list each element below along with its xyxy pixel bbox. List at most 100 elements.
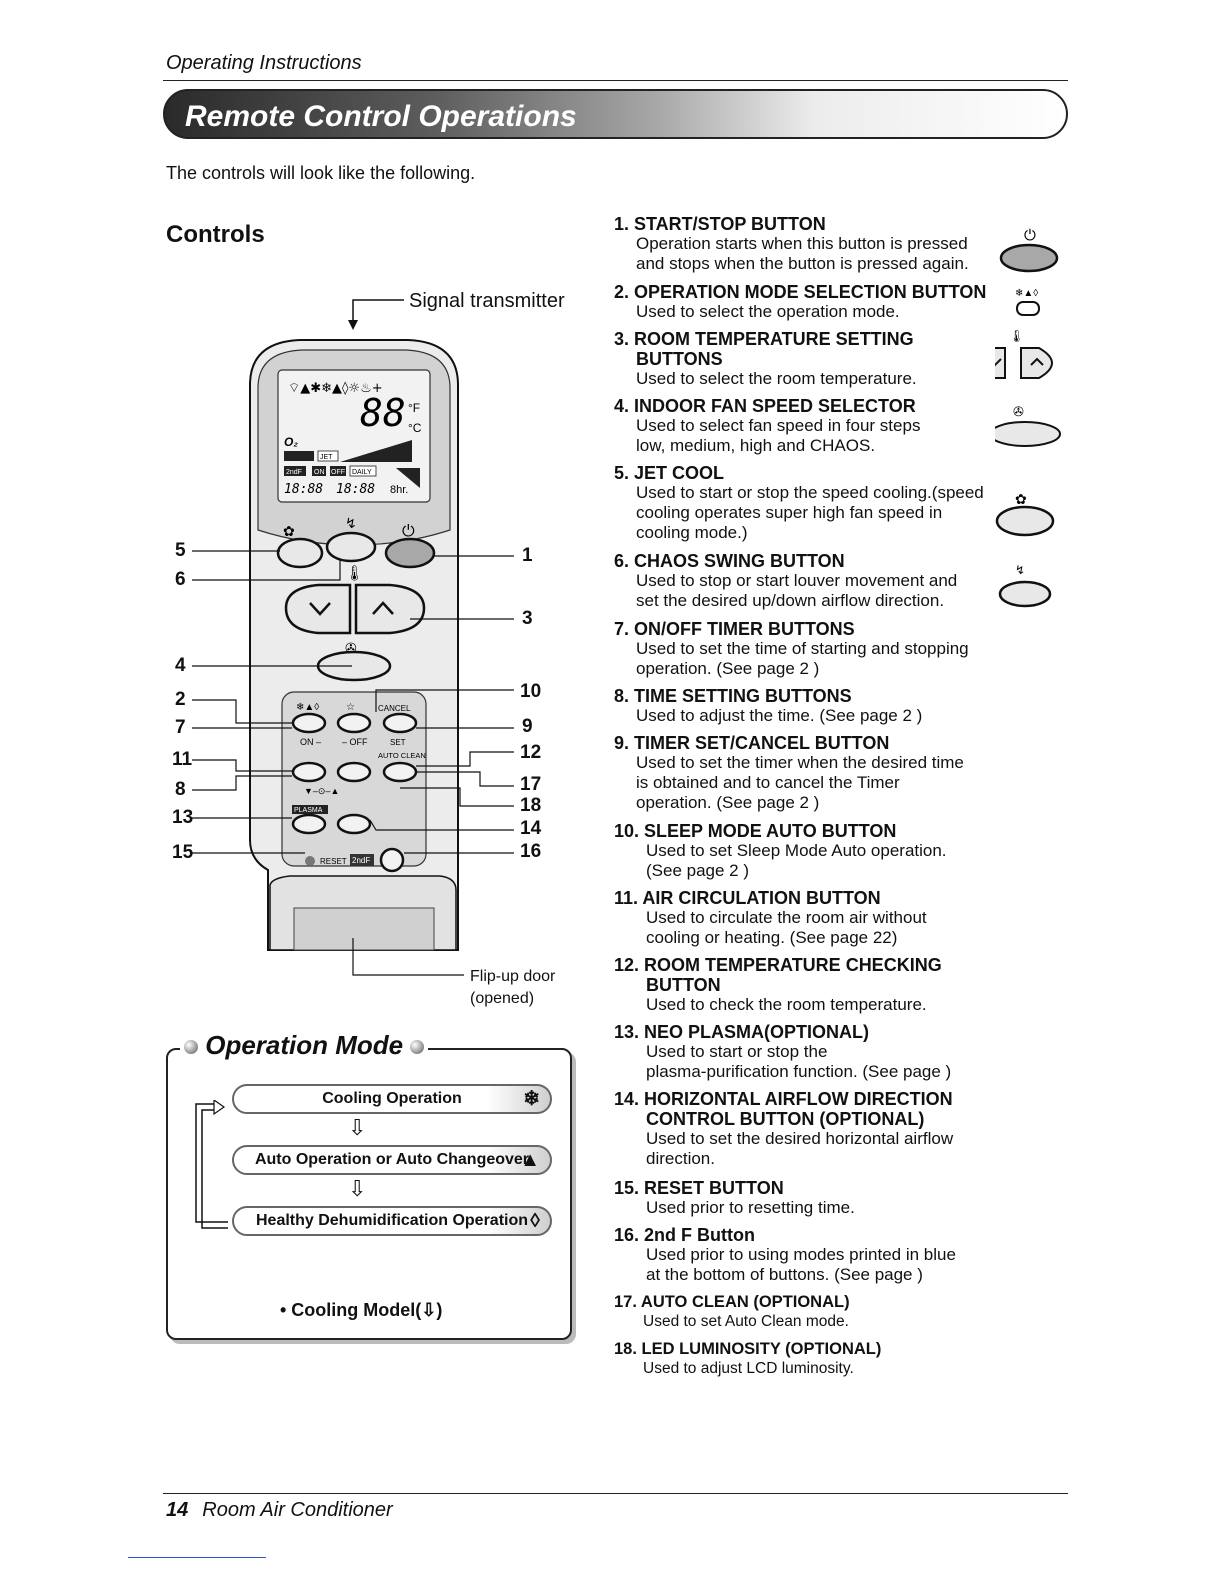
item-desc: Used to set the desired horizontal airfl… <box>646 1129 954 1148</box>
horizontal-airflow-button <box>336 813 372 835</box>
item-title: 3. ROOM TEMPERATURE SETTING <box>614 329 914 349</box>
item-desc: Used to adjust LCD luminosity. <box>643 1360 854 1377</box>
signal-arrow-icon <box>348 320 358 330</box>
item-title: 5. JET COOL <box>614 463 725 483</box>
mode-cooling: Cooling Operation ❄ <box>232 1084 552 1114</box>
flip-up-door-label: Flip-up door <box>470 968 556 985</box>
signal-leader-line <box>352 299 404 326</box>
mode-button-icon <box>1016 301 1040 316</box>
jet-icon: ✿ <box>283 523 295 539</box>
button-icons-column: ⏻ ❄▲◊ 🌡 ✇ ✿ ↯ <box>995 227 1061 608</box>
air-circ-button <box>291 761 327 783</box>
item-desc: Used to set the time of starting and sto… <box>636 639 969 658</box>
lcd-off-text: OFF <box>331 469 345 476</box>
item-title: 1. START/STOP BUTTON <box>614 214 826 234</box>
lcd-time-on: 18:88 <box>284 482 323 497</box>
mode-cycle-arrow <box>195 1100 228 1229</box>
lcd-deg-f: °F <box>408 401 420 415</box>
thermometer-icon: 🌡 <box>345 565 364 582</box>
item-desc: Used prior to using modes printed in blu… <box>646 1245 956 1264</box>
timer-cancel-button <box>382 712 418 734</box>
jet-button-icon <box>995 505 1055 537</box>
plasma-badge <box>292 805 328 814</box>
plasma-button <box>291 813 327 835</box>
mode-button <box>291 712 327 734</box>
item-desc: Operation starts when this button is pre… <box>636 234 968 253</box>
item-title: 4. INDOOR FAN SPEED SELECTOR <box>614 396 916 416</box>
chevron-down-icon <box>995 358 1002 367</box>
callout-6: 6 <box>175 569 186 590</box>
sleep-icon: ☆ <box>346 702 355 713</box>
second-f-badge <box>350 854 374 866</box>
room-temp-check-button <box>336 761 372 783</box>
lcd-deg-c: °C <box>408 421 422 435</box>
remote-control-diagram: ⌔▲✱❄▲◊☼♨+ 88 °F °C O₂ JET 2ndF ON OFF DA… <box>192 299 514 976</box>
flip-up-door-state: (opened) <box>470 990 535 1007</box>
jet-cool-button <box>276 537 324 569</box>
callout-11: 11 <box>172 749 193 770</box>
item-desc: Used to select the operation mode. <box>636 302 900 321</box>
signal-transmitter-label: Signal transmitter <box>409 290 565 312</box>
banner-title: Remote Control Operations <box>185 100 577 133</box>
lcd-2ndf-text: 2ndF <box>286 469 302 476</box>
callout-13: 13 <box>172 807 194 828</box>
item-title: 13. NEO PLASMA(OPTIONAL) <box>614 1022 870 1042</box>
chevron-up-icon <box>372 601 394 615</box>
mode-icons: ❄▲◊ <box>1015 288 1038 299</box>
title-banner: Remote Control Operations <box>163 89 1068 139</box>
lcd-o2: O₂ <box>284 435 298 449</box>
start-stop-button <box>384 537 436 569</box>
controls-heading: Controls <box>166 221 265 248</box>
lcd-time-off: 18:88 <box>336 482 375 497</box>
item-title: 2. OPERATION MODE SELECTION BUTTON <box>614 282 987 302</box>
item-desc: low, medium, high and CHAOS. <box>636 436 876 455</box>
callout-16: 16 <box>520 841 542 862</box>
item-desc: cooling operates super high fan speed in <box>636 503 943 522</box>
item-desc: operation. (See page 2 ) <box>636 659 820 678</box>
item-title: 9. TIMER SET/CANCEL BUTTON <box>614 733 890 753</box>
lcd-digits: 88 <box>360 391 406 435</box>
power-icon: ⏻ <box>402 523 415 540</box>
item-desc: Used to set the timer when the desired t… <box>636 753 964 772</box>
callout-10: 10 <box>520 681 542 702</box>
item-desc: direction. <box>646 1149 715 1168</box>
item-desc: set the desired up/down airflow directio… <box>636 591 945 610</box>
swing-button-icon <box>998 580 1052 608</box>
mode-auto: Auto Operation or Auto Changeover ▲ <box>232 1145 552 1175</box>
swing-icon: ↯ <box>345 515 357 531</box>
second-f-button <box>379 847 405 873</box>
page-number: 14 <box>166 1499 189 1521</box>
item-desc: cooling or heating. (See page 22) <box>646 928 898 947</box>
fan-button-icon <box>995 421 1061 447</box>
lcd-hr: 8hr. <box>390 484 408 496</box>
chevron-up-icon <box>1030 357 1044 366</box>
item-desc: operation. (See page 2 ) <box>636 793 820 812</box>
cancel-label: CANCEL <box>378 704 411 713</box>
operation-mode-title: Operation Mode <box>180 1030 429 1061</box>
lcd-on-text: ON <box>314 469 325 476</box>
item-title: 15. RESET BUTTON <box>614 1178 784 1198</box>
item-desc: is obtained and to cancel the Timer <box>636 773 900 792</box>
item-title: 6. CHAOS SWING BUTTON <box>614 551 845 571</box>
door-recess <box>293 907 435 951</box>
item-desc: Used to stop or start louver movement an… <box>636 571 958 590</box>
bullet-ball-icon <box>410 1040 425 1055</box>
thermometer-icon: 🌡 <box>1009 329 1024 343</box>
item-desc: cooling mode.) <box>636 523 748 542</box>
item-desc: Used to select the room temperature. <box>636 369 917 388</box>
reset-label: RESET <box>320 857 347 866</box>
lcd-jet-text: JET <box>320 454 333 461</box>
cooling-model-note: • Cooling Model(⇩) <box>280 1300 443 1320</box>
footer-rule <box>163 1493 1068 1494</box>
callout-9: 9 <box>522 716 533 737</box>
callout-18: 18 <box>520 795 542 816</box>
item-desc: Used to adjust the time. (See page 2 ) <box>636 706 923 725</box>
lcd-daily-badge <box>349 465 377 477</box>
lcd-star-corner <box>396 468 420 488</box>
item-desc: Used to check the room temperature. <box>646 995 927 1014</box>
lcd-off-badge <box>330 466 346 476</box>
lcd-on-badge <box>312 466 326 476</box>
callout-1: 1 <box>522 545 533 566</box>
item-desc: Used to set Auto Clean mode. <box>643 1313 849 1330</box>
